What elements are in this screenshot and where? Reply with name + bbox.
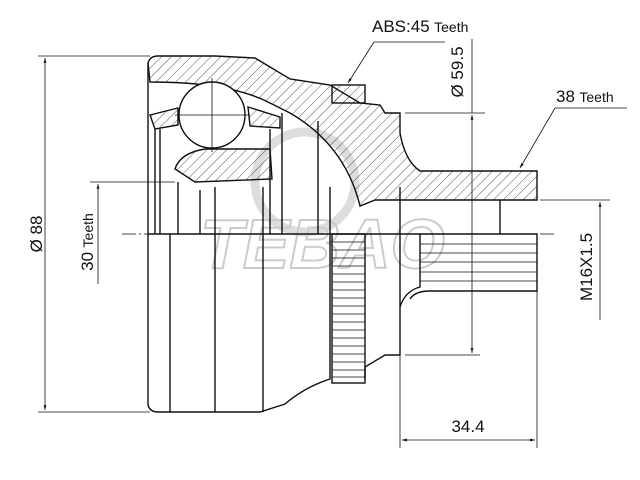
label-abs-teeth: ABS:45 Teeth — [347, 17, 468, 84]
svg-text:Ø 59.5: Ø 59.5 — [448, 46, 467, 97]
svg-text:Ø 88: Ø 88 — [27, 216, 46, 253]
technical-drawing: TEBAO Ø 88 30 T — [27, 17, 627, 448]
svg-text:TEBAO: TEBAO — [200, 205, 445, 283]
svg-text:ABS:45 Teeth: ABS:45 Teeth — [372, 17, 468, 36]
svg-text:38 Teeth: 38 Teeth — [556, 87, 614, 106]
dimension-inner-teeth: 30 Teeth — [78, 181, 175, 284]
dimension-thread: M16X1.5 — [540, 199, 610, 320]
watermark-logo: TEBAO — [199, 127, 446, 284]
splined-shaft — [399, 200, 538, 308]
abs-ring-section — [331, 84, 366, 104]
dimension-shaft-length: 34.4 — [399, 291, 538, 448]
housing-section — [147, 55, 538, 207]
dimension-abs-diameter: Ø 59.5 — [405, 39, 485, 356]
cv-joint-drawing: TEBAO Ø 88 30 T — [27, 17, 627, 448]
inner-race — [174, 148, 273, 183]
svg-text:30 Teeth: 30 Teeth — [78, 213, 97, 271]
svg-text:34.4: 34.4 — [451, 417, 484, 436]
dimension-outer-diameter: Ø 88 — [27, 55, 150, 413]
label-shaft-teeth: 38 Teeth — [519, 87, 627, 169]
svg-text:M16X1.5: M16X1.5 — [577, 233, 596, 301]
